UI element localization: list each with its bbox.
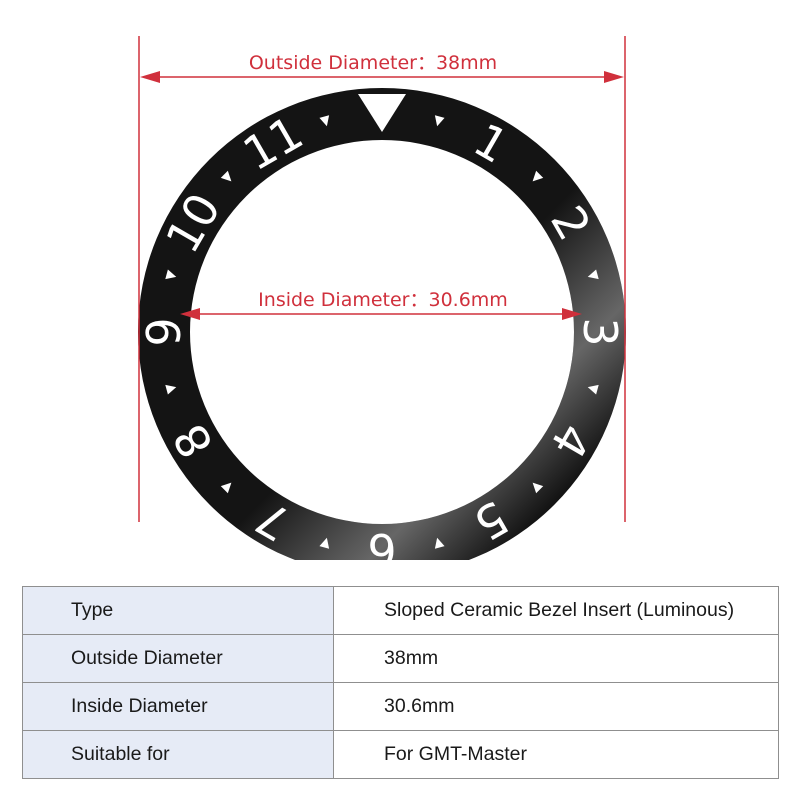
spec-key: Type — [22, 586, 334, 635]
bezel-minor-marker — [165, 269, 177, 280]
inside-arrowhead-left — [180, 308, 200, 320]
spec-key: Inside Diameter — [22, 682, 334, 731]
bezel-numeral: 9 — [137, 317, 191, 346]
outside-arrowhead-left — [140, 71, 160, 83]
spec-value: For GMT-Master — [333, 730, 779, 779]
inside-diameter-label: Inside Diameter：30.6mm — [258, 289, 508, 311]
bezel-numeral: 3 — [573, 317, 627, 346]
bezel-minor-marker — [319, 115, 330, 127]
inside-arrowhead-right — [562, 308, 582, 320]
spec-key: Outside Diameter — [22, 634, 334, 683]
bezel-top-triangle — [358, 94, 406, 132]
bezel-minor-marker — [319, 537, 330, 549]
table-row: Suitable for For GMT-Master — [22, 730, 779, 779]
bezel-minor-marker — [587, 384, 599, 395]
spec-value: 30.6mm — [333, 682, 779, 731]
outside-arrowhead-right — [604, 71, 624, 83]
bezel-sheen — [138, 88, 626, 560]
bezel-minor-marker — [220, 170, 232, 182]
table-row: Outside Diameter 38mm — [22, 634, 779, 683]
spec-table: Type Sloped Ceramic Bezel Insert (Lumino… — [22, 586, 779, 779]
outside-diameter-label: Outside Diameter：38mm — [249, 52, 497, 74]
bezel-minor-marker — [220, 482, 232, 494]
bezel-numeral: 6 — [367, 523, 396, 560]
bezel-minor-marker — [587, 269, 599, 280]
bezel-minor-marker — [165, 384, 177, 395]
spec-value: 38mm — [333, 634, 779, 683]
bezel-minor-marker — [434, 115, 445, 127]
spec-value: Sloped Ceramic Bezel Insert (Luminous) — [333, 586, 779, 635]
table-row: Inside Diameter 30.6mm — [22, 682, 779, 731]
table-row: Type Sloped Ceramic Bezel Insert (Lumino… — [22, 586, 779, 635]
spec-key: Suitable for — [22, 730, 334, 779]
bezel-minor-marker — [434, 537, 445, 549]
